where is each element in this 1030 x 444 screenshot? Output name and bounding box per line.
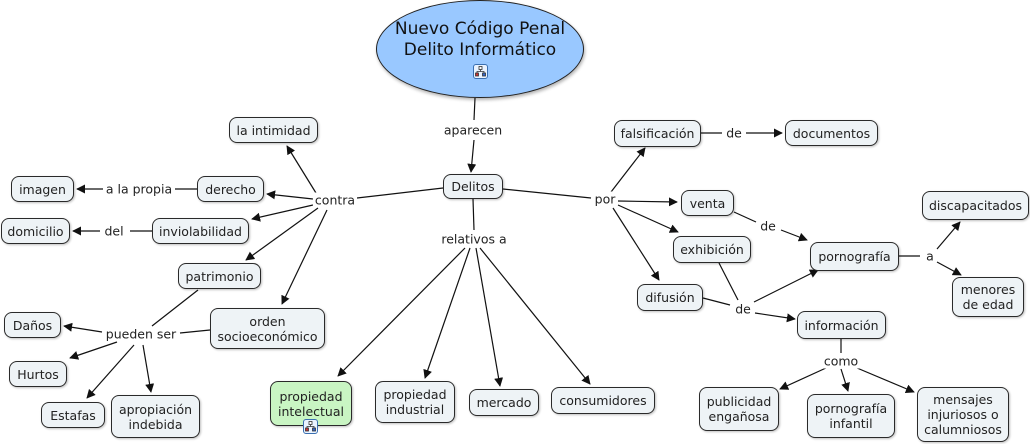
concept-exhibicion[interactable]: exhibición [673,236,751,263]
link-de-exhibicion[interactable]: de [733,301,753,317]
arrow-relativos-consumidores [479,247,591,385]
line-orden-puedenser [179,329,211,334]
arrow-contra-derecho [266,190,314,200]
concept-propiedad-industrial[interactable]: propiedad industrial [375,381,455,423]
link-como[interactable]: como [821,353,861,369]
link-de-documentos[interactable]: de [724,125,744,141]
root-title-line1: Nuevo Código Penal [394,19,566,39]
arrow-a-discapacitados [936,221,961,250]
concept-la-intimidad[interactable]: la intimidad [229,117,318,143]
arrow-de-pornografia2 [753,269,819,303]
concept-estafas[interactable]: Estafas [41,402,105,428]
concept-mensajes-injuriosos[interactable]: mensajes injuriosos o calumniosos [917,387,1009,442]
arrow-como-publicidad [779,367,827,390]
root-concept[interactable]: Nuevo Código Penal Delito Informático [376,0,584,98]
link-a-la-propia[interactable]: a la propia [103,181,175,197]
link-de-venta[interactable]: de [758,218,778,234]
link-aparecen[interactable]: aparecen [441,122,505,138]
concept-patrimonio[interactable]: patrimonio [178,263,261,289]
arrow-de-pornografia [780,229,808,242]
arrow-relativos-mercado [475,247,504,387]
arrow-puedenser-danos [63,322,103,333]
arrow-contra-orden [281,209,328,305]
root-title-line2: Delito Informático [403,40,557,60]
line-exhibicion-de [718,262,739,301]
arrow-relativos-intelectual [337,247,466,377]
concept-delitos[interactable]: Delitos [443,174,503,199]
line-patrimonio-puedenser [151,289,199,327]
concept-inviolabilidad[interactable]: inviolabilidad [152,218,249,244]
arrow-a-menores [936,261,962,276]
concept-documentos[interactable]: documentos [785,120,878,146]
link-contra[interactable]: contra [312,192,358,208]
arrow-relativos-industrial [423,247,471,379]
arrow-puedenser-hurtos [69,341,118,360]
concept-danos[interactable]: Daños [4,312,61,338]
arrow-puedenser-apropiacion [142,344,155,393]
arrow-de-informacion [754,312,796,323]
concept-discapacitados[interactable]: discapacitados [922,191,1029,220]
concept-propiedad-intelectual-label: propiedad intelectual [278,388,344,419]
concept-informacion[interactable]: información [797,311,886,339]
arrow-aparecen-delitos [467,139,477,173]
arrow-como-porninfantil [840,368,850,392]
concept-apropiacion-indebida[interactable]: apropiación indebida [111,395,200,438]
line-delitos-contra [356,187,444,199]
line-root-aparecen [473,97,476,121]
concept-publicidad-enganosa[interactable]: publicidad engañosa [699,387,779,431]
arrow-puedenser-estafas [86,344,135,399]
concept-falsificacion[interactable]: falsificación [614,120,701,147]
arrow-como-mensajes [856,367,915,394]
concept-pornografia-infantil[interactable]: pornografía infantil [807,394,895,438]
concept-difusion[interactable]: difusión [637,284,703,311]
arrow-por-venta [617,197,678,207]
concept-pornografia[interactable]: pornografía [810,242,899,271]
arrow-por-difusion [612,207,660,281]
concept-menores-de-edad[interactable]: menores de edad [952,277,1024,317]
concept-domicilio[interactable]: domicilio [1,218,70,244]
link-relativos-a[interactable]: relativos a [439,231,509,247]
link-pueden-ser[interactable]: pueden ser [103,326,179,342]
concept-consumidores[interactable]: consumidores [551,387,655,414]
line-difusion-de [702,297,731,306]
concept-orden-socioeconomico[interactable]: orden socioeconómico [210,308,325,349]
arrow-contra-intimidad [286,145,317,194]
concept-derecho[interactable]: derecho [197,176,264,202]
link-del[interactable]: del [102,223,126,239]
line-venta-de [733,211,757,223]
arrow-contra-patrimonio [245,207,319,261]
arrow-por-exhibicion [617,204,679,233]
link-a[interactable]: a [924,248,936,264]
concept-hurtos[interactable]: Hurtos [9,361,67,387]
line-delitos-por [502,188,592,199]
arrow-por-falsificacion [610,147,646,193]
concept-mercado[interactable]: mercado [469,389,539,416]
link-por[interactable]: por [592,191,618,207]
submap-icon[interactable] [303,419,318,434]
arrow-contra-inviolabilidad [251,204,314,222]
concept-venta[interactable]: venta [681,190,734,216]
concept-imagen[interactable]: imagen [11,176,74,202]
line-delitos-relativos [472,198,475,231]
submap-icon[interactable] [472,64,488,79]
